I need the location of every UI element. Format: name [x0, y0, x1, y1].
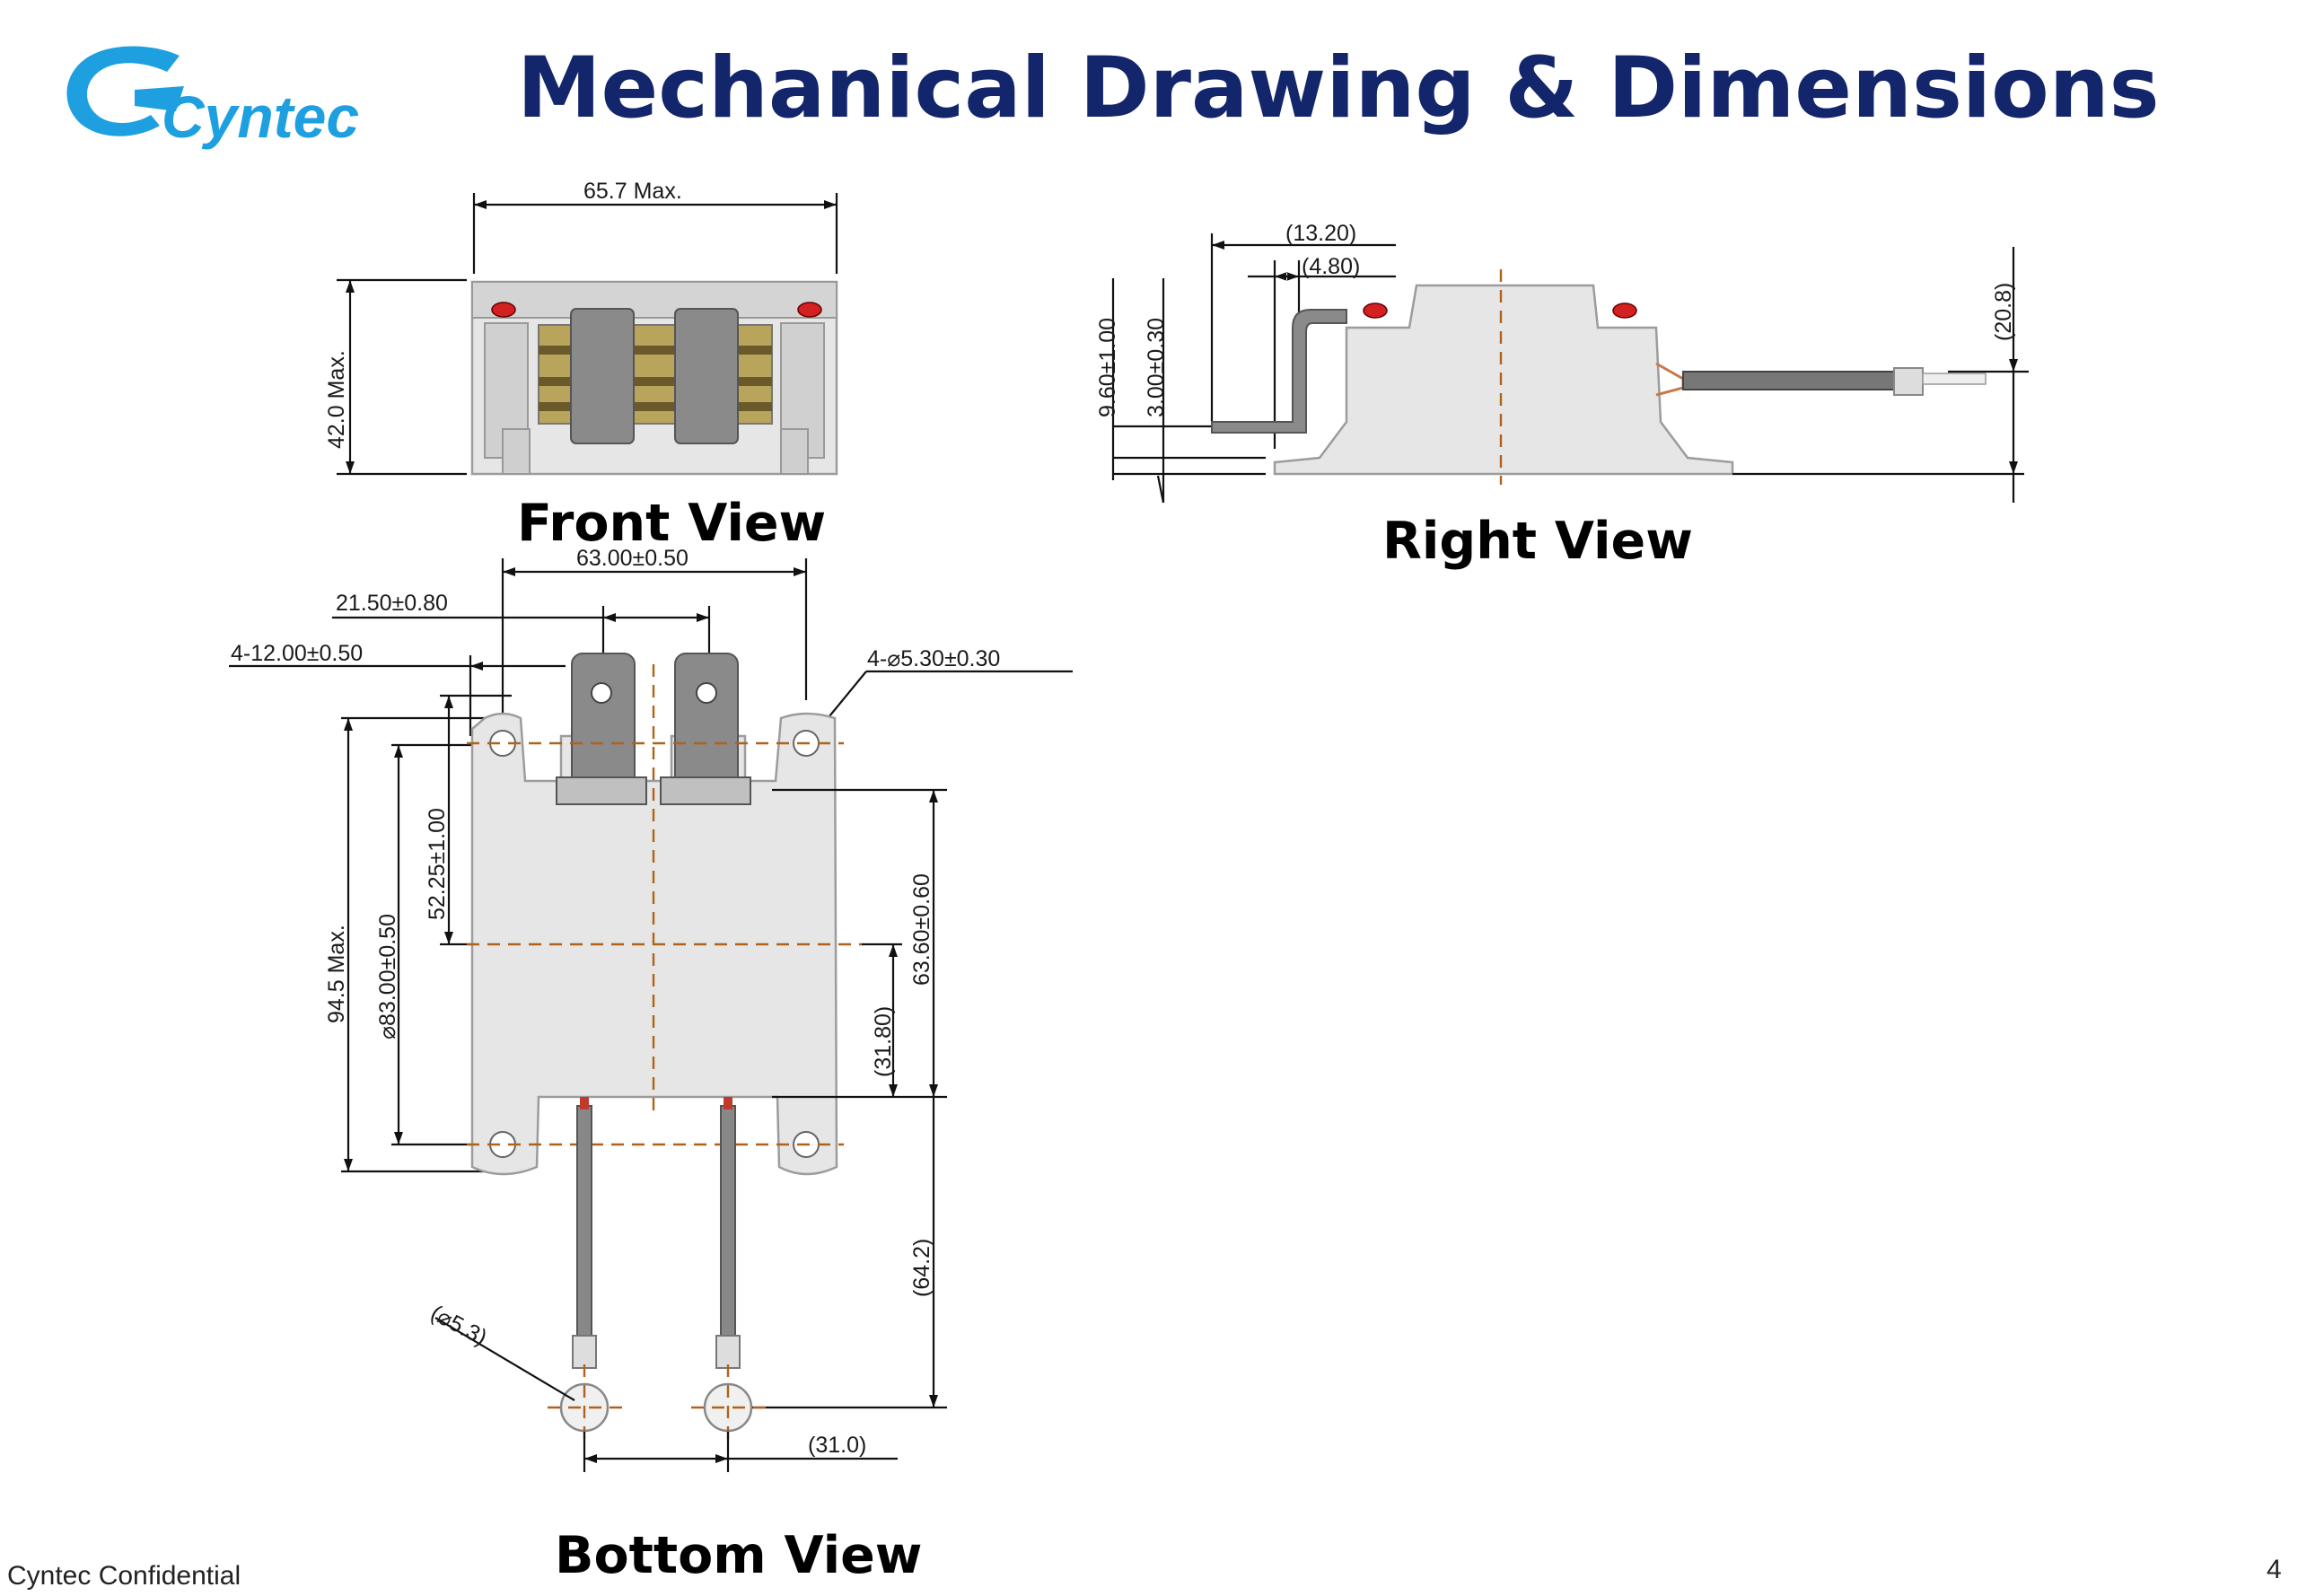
front-bolt-right [797, 302, 822, 318]
right-dim-2: (4.80) [1302, 254, 1360, 279]
bottom-dim-9: (31.80) [871, 1006, 896, 1077]
logo-swirl-icon [66, 46, 180, 136]
bottom-dim-10: (64.2) [909, 1239, 934, 1297]
right-terminal [1211, 309, 1347, 434]
page-number: 4 [2267, 1555, 2282, 1584]
front-view-label: Front View [517, 494, 826, 553]
page-title: Mechanical Drawing & Dimensions [517, 39, 2160, 137]
right-dim-4: 3.00±0.30 [1144, 318, 1169, 417]
bottom-dim-11: (⌀5.3) [426, 1301, 491, 1351]
front-terminal-left [570, 308, 635, 444]
front-bolt-left [491, 302, 516, 318]
confidential-notice: Cyntec Confidential [7, 1561, 241, 1591]
front-terminal-right [674, 308, 739, 444]
logo-text: Cyntec [162, 83, 359, 150]
bottom-dim-2: 21.50±0.80 [336, 591, 448, 616]
right-dim-3: 9.60±1.00 [1095, 318, 1120, 417]
bottom-view: 63.00±0.50 21.50±0.80 4-12.00±0.50 4-⌀5.… [229, 546, 1073, 1472]
right-wire [1682, 371, 1908, 390]
bottom-dim-5: 52.25±1.00 [425, 808, 450, 920]
logo-swirl-tail [135, 86, 184, 111]
right-dim-1: (13.20) [1285, 221, 1356, 246]
bottom-dim-1: 63.00±0.50 [576, 546, 689, 571]
cyntec-logo: Cyntec [66, 46, 359, 150]
front-width-dim: 65.7 Max. [583, 179, 682, 204]
bottom-dim-6: ⌀83.00±0.50 [375, 914, 400, 1039]
right-housing [1273, 284, 1734, 476]
bottom-terminal-left [571, 653, 636, 798]
right-dim-5: (20.8) [1991, 283, 2016, 341]
bottom-wire-left [576, 1105, 592, 1340]
front-height-dim: 42.0 Max. [324, 350, 349, 449]
bottom-view-label: Bottom View [555, 1526, 922, 1585]
bottom-wire-right [720, 1105, 736, 1340]
bottom-dim-12: (31.0) [808, 1433, 866, 1458]
bottom-dim-3: 4-12.00±0.50 [231, 641, 363, 666]
bottom-dim-7: 94.5 Max. [324, 925, 349, 1023]
right-view-label: Right View [1382, 512, 1693, 571]
bottom-terminal-right [674, 653, 739, 798]
bottom-dim-8: 63.60±0.60 [909, 873, 934, 986]
front-view: 65.7 Max. 42.0 Max. [324, 179, 838, 476]
bottom-dim-4: 4-⌀5.30±0.30 [867, 646, 1000, 671]
right-view: (13.20) (4.80) 9.60±1.00 3.00±0.30 (20.8… [1095, 221, 2029, 504]
